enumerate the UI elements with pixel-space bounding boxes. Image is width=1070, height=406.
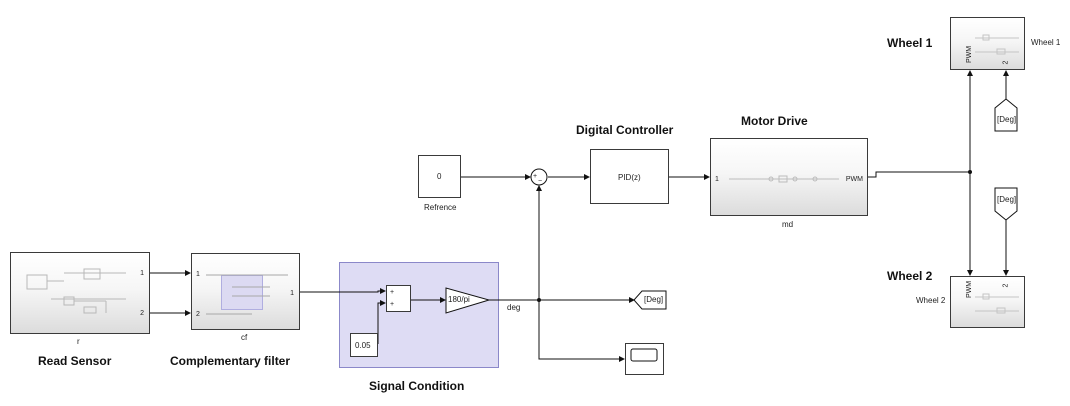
- wheel2-block[interactable]: PWM 2: [950, 276, 1025, 328]
- wheel1-block[interactable]: PWM 2: [950, 17, 1025, 70]
- signal-condition-title: Signal Condition: [369, 379, 465, 393]
- wire-offset-sum1: [377, 300, 386, 344]
- read-sensor-preview: [26, 268, 126, 314]
- motor-drive-title: Motor Drive: [741, 114, 808, 128]
- read-sensor-title: Read Sensor: [38, 354, 112, 368]
- sum2-minus: −: [538, 178, 543, 185]
- sum1-block[interactable]: + +: [386, 285, 411, 312]
- cf-name: cf: [241, 333, 248, 342]
- deg-signal-label: deg: [507, 303, 521, 312]
- cf-out1: 1: [290, 290, 294, 297]
- offset-constant-block[interactable]: 0.05: [350, 333, 378, 357]
- wheel2-name: Wheel 2: [916, 296, 946, 305]
- complementary-filter-title: Complementary filter: [170, 354, 291, 368]
- md-in: 1: [715, 176, 719, 183]
- scope-block[interactable]: [625, 343, 664, 375]
- cf-in2: 2: [196, 311, 200, 318]
- pid-value: PID(z): [618, 173, 641, 182]
- sum2-circle: [530, 168, 548, 186]
- from-tag-1[interactable]: [Deg]: [997, 115, 1017, 124]
- wheel1-preview: [975, 34, 1019, 55]
- goto-tag[interactable]: [Deg]: [644, 295, 664, 304]
- motor-drive-preview: [729, 175, 839, 183]
- motor-drive-name: md: [782, 220, 794, 229]
- gain-value: 180/pi: [448, 295, 470, 304]
- reference-block[interactable]: 0: [418, 155, 461, 198]
- gain-triangle: [445, 287, 491, 314]
- from-tag-2[interactable]: [Deg]: [997, 195, 1017, 204]
- offset-constant-value: 0.05: [355, 341, 371, 350]
- wire-md-pwm: [868, 171, 970, 178]
- md-out: PWM: [845, 176, 863, 183]
- reference-value: 0: [437, 172, 442, 181]
- from2-shape: [994, 187, 1018, 221]
- digital-controller-title: Digital Controller: [576, 123, 674, 137]
- read-sensor-out2: 2: [140, 310, 144, 317]
- wire-cf-sum1: [300, 288, 386, 294]
- motor-drive-block[interactable]: 1 PWM: [710, 138, 868, 216]
- sum1-plus2: +: [390, 301, 395, 308]
- sum1-plus1: +: [390, 289, 395, 296]
- wheel2-pwm-port: PWM: [966, 280, 974, 299]
- wheel1-name: Wheel 1: [1031, 38, 1061, 47]
- read-sensor-block[interactable]: 1 2: [10, 252, 150, 334]
- wheel2-title: Wheel 2: [887, 269, 933, 283]
- read-sensor-out1: 1: [140, 270, 144, 277]
- from1-shape: [994, 98, 1018, 132]
- wheel1-pwm-port: PWM: [966, 45, 974, 64]
- wheel2-in2-port: 2: [1002, 283, 1010, 288]
- pid-block[interactable]: PID(z): [590, 149, 669, 204]
- wheel1-in2-port: 2: [1002, 60, 1010, 65]
- goto-shape: [633, 290, 667, 310]
- complementary-filter-block[interactable]: 1 2 1: [191, 253, 300, 330]
- reference-name: Refrence: [424, 203, 457, 212]
- junction-deg: [537, 298, 541, 302]
- scope-screen: [630, 348, 658, 362]
- cf-in1: 1: [196, 271, 200, 278]
- sum2-plus: +: [533, 173, 538, 180]
- read-sensor-name: r: [77, 337, 80, 346]
- cf-preview-lines: [206, 274, 288, 315]
- wheel1-title: Wheel 1: [887, 36, 933, 50]
- junction-pwm: [968, 170, 972, 174]
- wire-deg-scope: [538, 300, 625, 362]
- wheel2-preview: [975, 293, 1019, 314]
